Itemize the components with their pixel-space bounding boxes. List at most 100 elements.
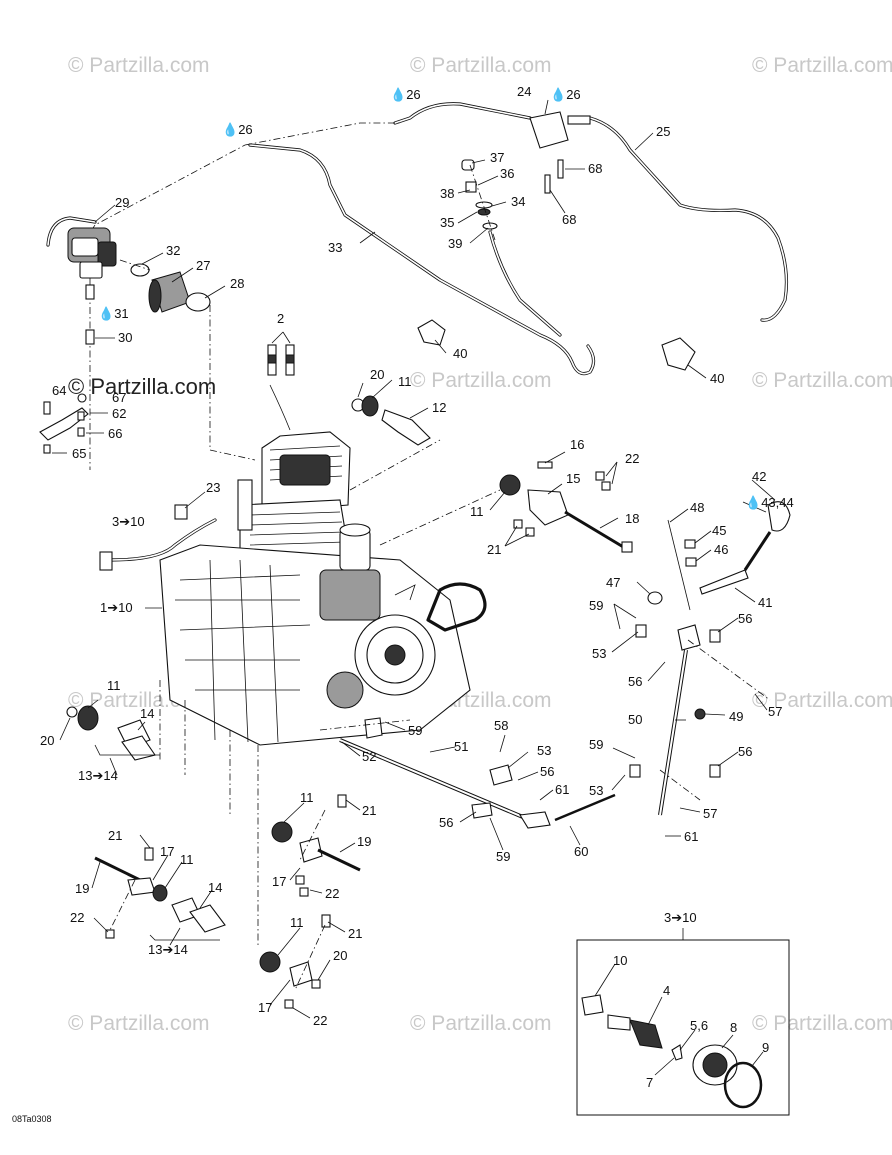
callout-15: 15 [566,471,580,486]
clamp-28 [185,292,211,312]
engine-mount-right [379,461,633,553]
callout-67: 67 [112,390,126,405]
shift-rod-group [319,717,616,829]
callout-13-14b: 13➔14 [148,942,188,957]
callout-27: 27 [196,258,210,273]
callout-25: 25 [656,124,670,139]
callout-31: 💧31 [98,306,129,321]
callout-38: 38 [440,186,454,201]
callout-3-10: 3➔10 [112,514,145,529]
callout-40b: 40 [710,371,724,386]
callout-59c: 59 [408,723,422,738]
callout-20b: 20 [40,733,54,748]
mount-center [229,730,361,1009]
o-ring-9 [723,1061,763,1109]
callout-labels: 29 32 27 28 💧31 30 💧26 💧26 💧26 24 25 33 … [40,84,794,1090]
callout-52: 52 [362,749,376,764]
callout-40a: 40 [453,346,467,361]
gaskets [417,319,696,371]
callout-16: 16 [570,437,584,452]
gasket-40 [417,319,446,346]
callout-56b: 56 [628,674,642,689]
solenoid-group [529,111,591,194]
callout-48: 48 [690,500,704,515]
callout-22b: 22 [325,886,339,901]
callout-14b: 14 [208,880,222,895]
callout-11a: 11 [398,374,412,389]
callout-20a: 20 [370,367,384,382]
callout-23: 23 [206,480,220,495]
watermark-text: © Partzilla.com [410,369,552,392]
watermarks: © Partzilla.com © Partzilla.com © Partzi… [68,54,892,1035]
callout-59a: 59 [589,598,603,613]
callout-9: 9 [762,1040,769,1055]
callout-11e: 11 [290,915,304,930]
watermark-text: © Partzilla.com [752,369,892,392]
inset-title: 3➔10 [664,910,697,925]
callout-7: 7 [646,1075,653,1090]
callout-57b: 57 [703,806,717,821]
callout-61a: 61 [555,782,569,797]
fitting-group-12 [349,395,441,491]
callout-30: 30 [118,330,132,345]
clip-23 [174,504,188,520]
callout-4: 4 [663,983,670,998]
callout-36: 36 [500,166,514,181]
callout-53a: 53 [592,646,606,661]
callout-65: 65 [72,446,86,461]
callout-17c: 17 [160,844,174,859]
callout-17b: 17 [258,1000,272,1015]
callout-33: 33 [328,240,342,255]
callout-34: 34 [511,194,525,209]
watermark-text: © Partzilla.com [752,54,892,77]
callout-50: 50 [628,712,642,727]
callout-21a: 21 [487,542,501,557]
callout-68a: 68 [588,161,602,176]
callout-42: 42 [752,469,766,484]
engine-block [159,431,487,746]
fuel-valve-parts [461,159,498,241]
callout-22c: 22 [313,1013,327,1028]
watermark-text-dark: © Partzilla.com [68,374,216,399]
callout-37: 37 [490,150,504,165]
callout-53c: 53 [537,743,551,758]
leader-lines [52,99,776,1076]
spark-plugs [267,331,295,431]
solenoid-24 [529,111,569,149]
callout-51: 51 [454,739,468,754]
callout-19a: 19 [357,834,371,849]
watermark-text: © Partzilla.com [752,689,892,712]
watermark-text: © Partzilla.com [68,1012,210,1035]
callout-53b: 53 [589,783,603,798]
callout-62: 62 [112,406,126,421]
callout-26c: 💧26 [550,87,581,102]
sensor-wiring [99,504,217,571]
callout-29: 29 [115,195,129,210]
shift-knob-42 [767,501,791,532]
callout-11c: 11 [107,678,121,693]
mount-left-bottom [94,847,226,941]
hoses [74,102,789,376]
carb-drain-screw [85,284,95,300]
callout-2: 2 [277,311,284,326]
bracket-group [39,329,95,454]
callout-26a: 💧26 [222,122,253,137]
callout-59b: 59 [589,737,603,752]
screw-30 [85,329,95,345]
intake-tube [237,479,253,531]
callout-28: 28 [230,276,244,291]
callout-24: 24 [517,84,531,99]
callout-68b: 68 [562,212,576,227]
callout-21d: 21 [108,828,122,843]
callout-57a: 57 [768,704,782,719]
callout-26b: 💧26 [390,87,421,102]
callout-45: 45 [712,523,726,538]
clip-47 [647,591,663,605]
bracket-15 [527,489,569,526]
callout-17a: 17 [272,874,286,889]
shift-lever-group [629,501,791,816]
callout-56e: 56 [439,815,453,830]
callout-21b: 21 [362,803,376,818]
callout-18: 18 [625,511,639,526]
callout-11f: 11 [180,852,194,867]
